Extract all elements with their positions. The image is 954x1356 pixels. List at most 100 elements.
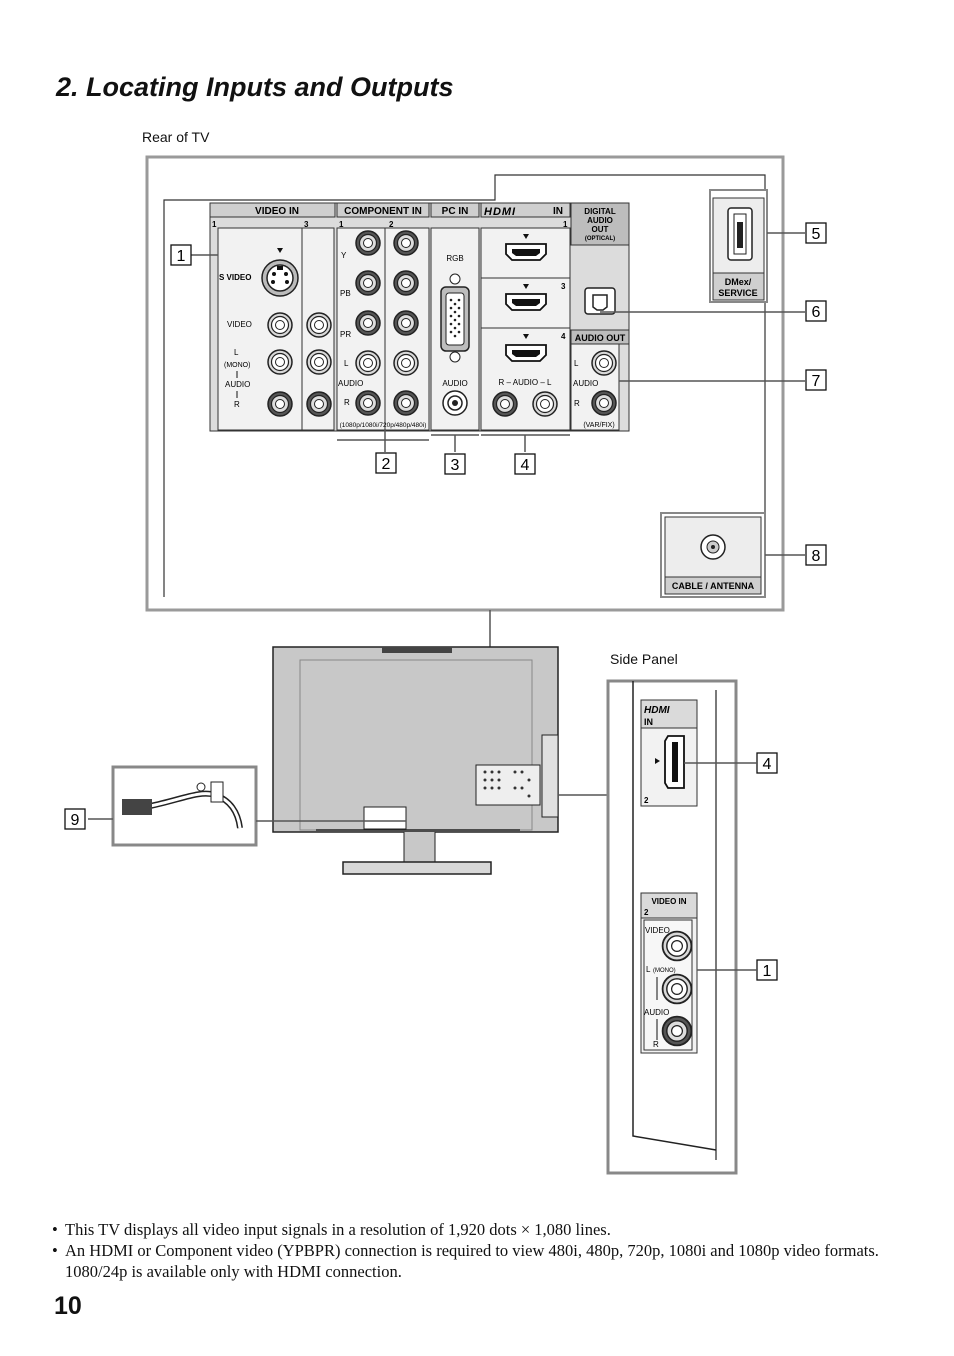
rear-video-in-group: VIDEO IN 1 3 S VIDEO VIDEO L (MONO) AUDI… — [209, 202, 336, 431]
connection-diagram: VIDEO IN 1 3 S VIDEO VIDEO L (MONO) AUDI… — [64, 155, 827, 1175]
l-label: L — [234, 348, 239, 357]
hdmi-audio-r-jack[interactable] — [492, 391, 518, 417]
note-item: This TV displays all video input signals… — [52, 1219, 882, 1240]
comp1-audio-l-jack[interactable] — [355, 350, 381, 376]
video-in1-video-jack[interactable] — [267, 312, 293, 338]
side-video-label: VIDEO — [645, 926, 670, 935]
mono-label: (MONO) — [224, 362, 250, 369]
callout-2: 2 — [375, 452, 397, 474]
dmex-label: DMex/ — [725, 277, 752, 287]
rgb-vga-port[interactable] — [440, 273, 470, 363]
side-panel-caption: Side Panel — [610, 651, 678, 667]
page-title: 2. Locating Inputs and Outputs — [56, 72, 454, 102]
out-label: OUT — [592, 225, 609, 234]
pc-audio-label: AUDIO — [442, 379, 467, 388]
hdmi-port1-num: 1 — [563, 220, 568, 229]
callout-7: 7 — [805, 369, 827, 391]
dmex-service-group: DMex/ SERVICE — [709, 189, 768, 303]
component-in-header: COMPONENT IN — [344, 206, 422, 217]
hdmi-port3-num: 3 — [561, 282, 566, 291]
comp1-pr-jack[interactable] — [355, 310, 381, 336]
callout-5: 5 — [805, 222, 827, 244]
side-audio-l-jack[interactable] — [661, 973, 693, 1005]
s-video-label: S VIDEO — [219, 273, 251, 282]
notes-list: This TV displays all video input signals… — [52, 1219, 882, 1282]
side-video-jack[interactable] — [661, 930, 693, 962]
comp2-pb-jack[interactable] — [393, 270, 419, 296]
audio-label-2: AUDIO — [587, 216, 613, 225]
side-video-in-header: VIDEO IN — [651, 897, 686, 906]
digital-label: DIGITAL — [584, 207, 616, 216]
note-item: An HDMI or Component video (YPBPR) conne… — [52, 1240, 882, 1282]
comp1-y-jack[interactable] — [355, 230, 381, 256]
antenna-port[interactable] — [700, 534, 726, 560]
hdmi-port-3[interactable] — [505, 293, 547, 311]
comp1-audio-r-jack[interactable] — [355, 390, 381, 416]
video-in1-audio-r-jack[interactable] — [267, 391, 293, 417]
hdmi-in-label: IN — [553, 206, 563, 217]
r-label: R — [234, 400, 240, 409]
video-in-col1: 1 — [212, 220, 217, 229]
optical-port[interactable] — [584, 287, 616, 315]
comp1-pb-jack[interactable] — [355, 270, 381, 296]
svg-text:4: 4 — [763, 756, 772, 773]
side-audio-label: AUDIO — [644, 1008, 669, 1017]
comp2-audio-l-jack[interactable] — [393, 350, 419, 376]
audio-out-header: AUDIO OUT — [575, 333, 626, 343]
power-cord-inset — [88, 765, 406, 847]
svg-text:1: 1 — [763, 963, 772, 980]
video-in1-audio-l-jack[interactable] — [267, 349, 293, 375]
video-in3-video-jack[interactable] — [306, 312, 332, 338]
varfix-label: (VAR/FIX) — [583, 422, 614, 429]
y-label: Y — [341, 251, 347, 260]
component-col1: 1 — [339, 220, 344, 229]
callout-4-rear: 4 — [514, 453, 536, 475]
callout-6: 6 — [805, 300, 827, 322]
tv-rear-illustration — [272, 646, 559, 875]
svg-text:8: 8 — [812, 548, 821, 565]
antenna-label: CABLE / ANTENNA — [672, 581, 755, 591]
pc-in-header: PC IN — [442, 206, 469, 217]
comp2-pr-jack[interactable] — [393, 310, 419, 336]
side-l-label: L — [646, 965, 651, 974]
audio-out-l-jack[interactable] — [591, 350, 617, 376]
component-col2: 2 — [389, 220, 394, 229]
side-audio-r-jack[interactable] — [661, 1015, 693, 1047]
hdmi-port4-num: 4 — [561, 332, 566, 341]
comp-audio-label: AUDIO — [338, 379, 363, 388]
hdmi-audio-l-jack[interactable] — [532, 391, 558, 417]
s-video-port[interactable] — [261, 259, 299, 297]
video-in-header: VIDEO IN — [255, 206, 299, 217]
pc-audio-jack[interactable] — [442, 390, 468, 416]
audio-out-r-jack[interactable] — [591, 390, 617, 416]
hdmi-logo: HDMI — [484, 206, 516, 218]
video-in3-audio-r-jack[interactable] — [306, 391, 332, 417]
comp2-audio-r-jack[interactable] — [393, 390, 419, 416]
audio-out-l-label: L — [574, 359, 579, 368]
side-mono-label: (MONO) — [653, 968, 676, 974]
side-hdmi-logo: HDMI — [644, 705, 670, 716]
side-hdmi-port-num: 2 — [644, 796, 649, 805]
pc-in-group: PC IN RGB AUDIO — [430, 202, 480, 431]
hdmi-port-1[interactable] — [505, 243, 547, 261]
svg-text:5: 5 — [812, 226, 821, 243]
svg-text:4: 4 — [521, 457, 530, 474]
pr-label: PR — [340, 330, 351, 339]
usb-port[interactable] — [727, 207, 753, 261]
hdmi-port-4[interactable] — [505, 344, 547, 362]
video-in3-audio-l-jack[interactable] — [306, 349, 332, 375]
side-video-in-num: 2 — [644, 908, 649, 917]
side-hdmi-port[interactable] — [664, 735, 685, 789]
side-r-label: R — [653, 1040, 659, 1049]
svg-text:7: 7 — [812, 373, 821, 390]
rear-of-tv-caption: Rear of TV — [142, 129, 210, 145]
comp-r-label: R — [344, 398, 350, 407]
audio-out-r-label: R — [574, 399, 580, 408]
page-number: 10 — [54, 1292, 82, 1320]
component-formats: (1080p/1080i/720p/480p/480i) — [340, 422, 427, 429]
comp2-y-jack[interactable] — [393, 230, 419, 256]
svg-text:6: 6 — [812, 304, 821, 321]
svg-text:9: 9 — [71, 812, 80, 829]
video-label: VIDEO — [227, 320, 252, 329]
digital-audio-out-group: DIGITAL AUDIO OUT (OPTICAL) AUDIO OUT L … — [570, 202, 630, 431]
